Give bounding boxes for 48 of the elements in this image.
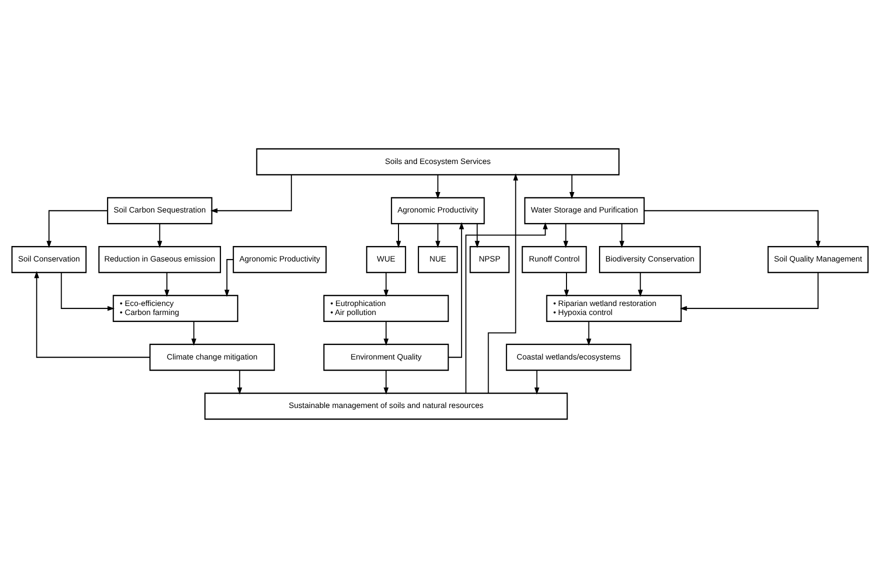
- arrow: [564, 272, 569, 297]
- node-box: • Riparian wetland restoration • Hypoxia control: [546, 294, 682, 322]
- node-box: Agronomic Productivity: [232, 246, 327, 274]
- arrow: [644, 210, 821, 248]
- node-box: Environment Quality: [323, 344, 449, 371]
- arrow: [224, 259, 234, 297]
- arrow: [638, 272, 643, 297]
- arrow: [34, 271, 150, 358]
- arrow: [191, 322, 196, 346]
- arrow: [488, 173, 518, 394]
- arrow: [619, 224, 624, 248]
- node-box: Runoff Control: [522, 246, 587, 274]
- arrow: [435, 174, 440, 200]
- arrow: [237, 370, 242, 395]
- node-box: Climate change mitigation: [149, 344, 275, 371]
- arrow: [586, 322, 592, 346]
- arrow: [46, 210, 108, 248]
- node-box: Soil Quality Management: [768, 246, 869, 274]
- node-box: Coastal wetlands/ecosystems: [506, 344, 632, 371]
- arrow: [384, 272, 389, 297]
- arrow: [210, 174, 292, 214]
- node-box: • Eutrophication • Air pollution: [323, 294, 449, 322]
- arrow: [435, 224, 440, 248]
- arrow: [384, 322, 389, 346]
- node-box: Reduction in Gaseous emission: [98, 246, 221, 274]
- node-box: WUE: [366, 246, 406, 274]
- arrow: [448, 222, 464, 358]
- node-box: • Eco-efficiency • Carbon farming: [112, 294, 238, 322]
- arrow: [157, 224, 162, 248]
- arrow: [569, 174, 574, 200]
- arrow: [384, 370, 389, 395]
- arrow: [474, 224, 480, 248]
- node-box: Soil Conservation: [11, 246, 87, 274]
- arrow: [534, 370, 540, 395]
- node-box: NPSP: [470, 246, 510, 274]
- node-box: NUE: [418, 246, 458, 274]
- node-box: Soils and Ecosystem Services: [256, 148, 620, 176]
- arrow: [680, 272, 819, 311]
- arrow: [60, 272, 115, 311]
- node-box: Soil Carbon Sequestration: [107, 197, 212, 224]
- node-box: Biodiversity Conservation: [599, 246, 701, 274]
- node-box: Sustainable management of soils and natural resources: [204, 392, 568, 420]
- node-box: Agronomic Productivity: [390, 197, 485, 224]
- arrow: [396, 224, 401, 248]
- arrow: [164, 272, 170, 297]
- node-box: Water Storage and Purification: [524, 197, 645, 224]
- arrow: [465, 222, 548, 394]
- arrow: [563, 224, 568, 248]
